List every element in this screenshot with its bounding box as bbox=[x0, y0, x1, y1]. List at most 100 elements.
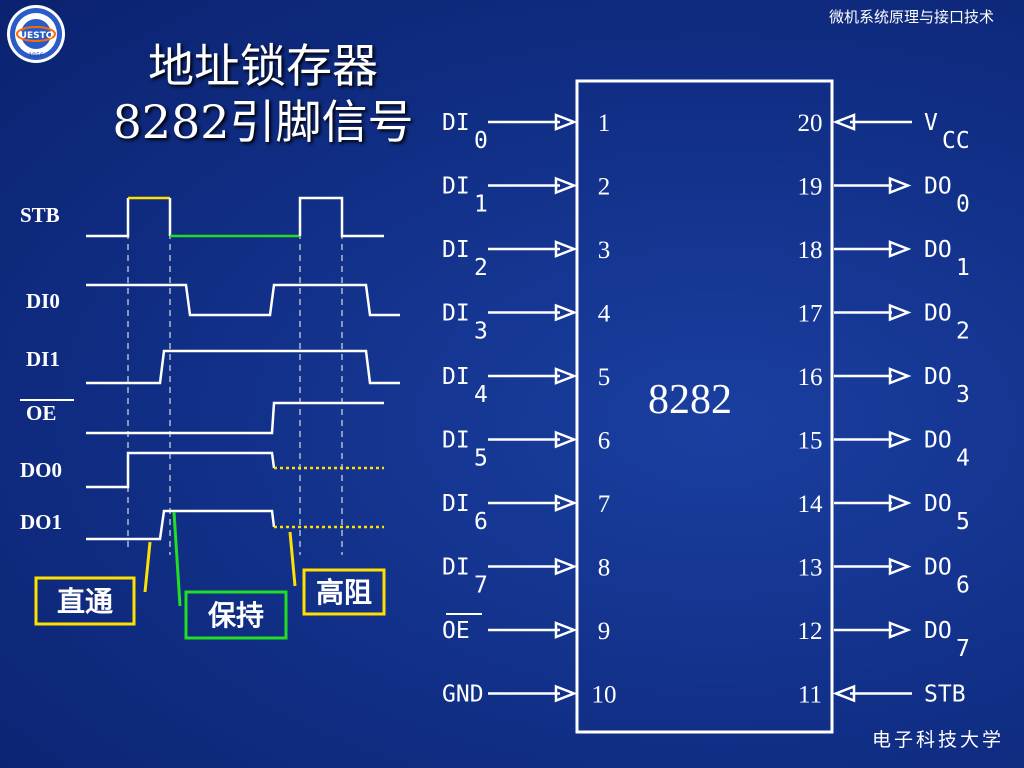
arrow-right-icon bbox=[554, 621, 578, 639]
pin-subscript: 0 bbox=[956, 192, 970, 218]
pin-name: V bbox=[924, 110, 938, 136]
university-logo: UESTC 1956 bbox=[6, 4, 66, 64]
signal-label-do0: DO0 bbox=[20, 458, 62, 482]
timing-guides bbox=[127, 200, 343, 555]
arrow-right-icon bbox=[554, 367, 578, 385]
annotation-hold: 保持 bbox=[208, 599, 264, 632]
pin-number: 14 bbox=[798, 491, 824, 518]
logo-text: UESTC bbox=[20, 31, 53, 41]
arrow-right-icon bbox=[554, 113, 578, 131]
pin-subscript: 6 bbox=[956, 573, 970, 599]
arrow-right-icon bbox=[554, 176, 578, 195]
pin-20: 20 VCC bbox=[798, 110, 970, 154]
pin-number: 18 bbox=[798, 237, 823, 264]
pin-number: 15 bbox=[798, 428, 823, 455]
arrow-right-icon bbox=[554, 557, 578, 576]
pin-subscript: 1 bbox=[956, 255, 970, 281]
pin-number: 9 bbox=[598, 618, 611, 645]
timing-diagram: STB DI0 DI1 OE DO0 DO1 bbox=[20, 196, 400, 640]
pin-number: 17 bbox=[798, 301, 823, 328]
pin-subscript: CC bbox=[942, 128, 970, 154]
pin-subscript: 3 bbox=[956, 382, 970, 408]
course-title: 微机系统原理与接口技术 bbox=[828, 8, 994, 26]
pin-name: STB bbox=[924, 682, 966, 708]
arrow-right-icon bbox=[554, 430, 578, 449]
annotation-highz: 高阻 bbox=[316, 576, 372, 609]
pin-subscript: 2 bbox=[474, 255, 488, 281]
logo-emblem-icon: UESTC 1956 bbox=[7, 5, 65, 63]
pin-name: DI bbox=[442, 301, 470, 327]
arrow-right-icon bbox=[888, 621, 912, 639]
signal-label-di1: DI1 bbox=[26, 347, 60, 371]
annotation-box-passthrough bbox=[34, 576, 136, 626]
pin-name: DI bbox=[442, 555, 470, 581]
pin-name: DI bbox=[442, 364, 470, 390]
arrow-right-icon bbox=[888, 176, 912, 195]
pin-9: 9OE bbox=[442, 613, 611, 645]
pin-name: DO bbox=[924, 618, 952, 644]
pin-subscript: 4 bbox=[956, 446, 970, 472]
arrow-right-icon bbox=[888, 494, 912, 512]
pin-name: DI bbox=[442, 110, 470, 136]
chip-name: 8282 bbox=[648, 377, 732, 423]
arrow-right-icon bbox=[554, 303, 578, 322]
pin-number: 20 bbox=[798, 110, 823, 137]
logo-year: 1956 bbox=[28, 52, 43, 59]
pin-number: 7 bbox=[598, 491, 611, 518]
slide-title: 地址锁存器 8282引脚信号 bbox=[88, 38, 438, 150]
arrow-right-icon bbox=[554, 494, 578, 512]
pointer-passthrough bbox=[143, 541, 152, 593]
pin-name: DO bbox=[924, 301, 952, 327]
pin-subscript: 3 bbox=[474, 319, 488, 345]
pin-17: 17 DO2 bbox=[798, 301, 970, 345]
annotation-box-hold bbox=[184, 590, 288, 640]
signal-label-stb: STB bbox=[20, 203, 60, 227]
pin-8: 8 DI7 bbox=[442, 555, 610, 599]
annotation-passthrough: 直通 bbox=[57, 585, 113, 618]
pin-number: 10 bbox=[592, 682, 617, 709]
slide-title-line1: 地址锁存器 bbox=[148, 39, 378, 93]
arrow-right-icon bbox=[554, 684, 578, 703]
pin-name: DO bbox=[924, 237, 952, 263]
pin-subscript: 1 bbox=[474, 192, 488, 218]
pin-name: DI bbox=[442, 491, 470, 517]
pin-number: 8 bbox=[598, 555, 611, 582]
waveform-do1 bbox=[86, 509, 276, 541]
pin-2: 2 DI1 bbox=[442, 174, 610, 218]
waveform-di1 bbox=[86, 349, 400, 385]
arrow-right-icon bbox=[888, 303, 912, 322]
arrow-right-icon bbox=[888, 430, 912, 449]
waveform-stb bbox=[86, 196, 384, 238]
pin-name: DI bbox=[442, 237, 470, 263]
pin-18: 18 DO1 bbox=[798, 237, 970, 281]
pin-subscript: 2 bbox=[956, 319, 970, 345]
pin-number: 2 bbox=[598, 174, 611, 201]
pin-number: 16 bbox=[798, 364, 823, 391]
pin-number: 1 bbox=[598, 110, 611, 137]
pin-name: DI bbox=[442, 174, 470, 200]
pin-subscript: 7 bbox=[956, 636, 970, 662]
arrow-right-icon bbox=[554, 240, 578, 258]
annotation-box-highz bbox=[302, 568, 386, 616]
university-name: 电子科技大学 bbox=[871, 729, 1004, 751]
arrow-right-icon bbox=[888, 367, 912, 385]
slide-title-line2: 8282引脚信号 bbox=[112, 95, 414, 149]
arrow-left-icon bbox=[832, 684, 856, 703]
waveform-do0 bbox=[86, 451, 276, 489]
pin-subscript: 7 bbox=[474, 573, 488, 599]
pin-name: DI bbox=[442, 428, 470, 454]
pin-number: 5 bbox=[598, 364, 611, 391]
